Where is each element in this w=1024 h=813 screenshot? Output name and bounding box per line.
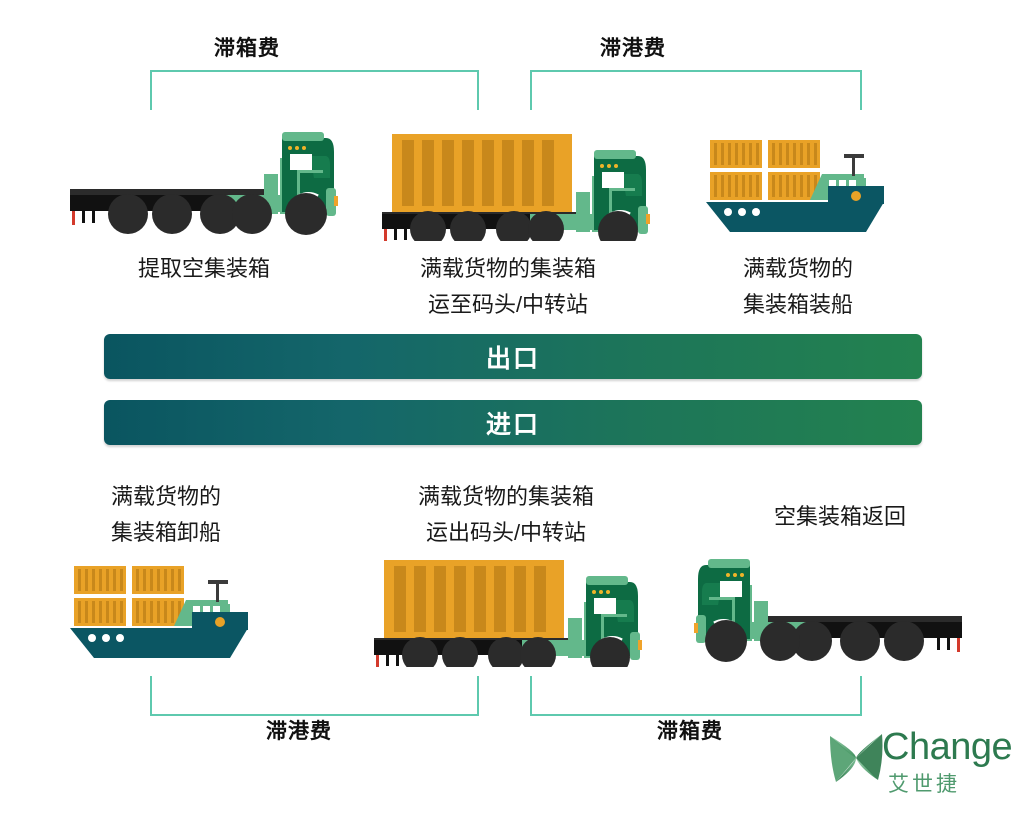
container-ship-icon	[70, 566, 248, 658]
caption-line: 集装箱卸船	[110, 520, 221, 545]
import-banner: 进口	[104, 400, 922, 445]
caption-line: 提取空集装箱	[137, 256, 270, 281]
x-star-icon	[830, 734, 883, 782]
import-step-3-caption: 空集装箱返回	[740, 499, 940, 535]
caption-line: 满载货物的	[742, 256, 853, 281]
export-banner: 出口	[104, 334, 922, 379]
import-step-2-caption: 满载货物的集装箱 运出码头/中转站	[386, 479, 626, 551]
bracket-label-bottom-left: 滞港费	[266, 720, 332, 743]
bracket-label-bottom-right: 滞箱费	[657, 720, 723, 743]
caption-line: 满载货物的	[110, 484, 221, 509]
import-step-1-caption: 满载货物的 集装箱卸船	[66, 479, 266, 551]
export-step-3-caption: 满载货物的 集装箱装船	[698, 251, 898, 323]
caption-line: 空集装箱返回	[773, 504, 906, 529]
bracket-top-left	[150, 70, 479, 110]
export-banner-label: 出口	[485, 344, 540, 373]
caption-line: 运出码头/中转站	[425, 520, 587, 545]
caption-line: 满载货物的集装箱	[417, 484, 594, 509]
caption-line: 运至码头/中转站	[427, 292, 589, 317]
export-step-1-caption: 提取空集装箱	[84, 251, 324, 287]
container-ship-icon	[706, 140, 884, 232]
empty-chassis-truck-icon	[694, 559, 962, 662]
loaded-container-truck-icon	[382, 134, 650, 241]
caption-line: 满载货物的集装箱	[419, 256, 596, 281]
caption-line: 集装箱装船	[742, 292, 853, 317]
bracket-bottom-left	[150, 676, 479, 716]
bracket-bottom-right	[530, 676, 862, 716]
logo-subtitle: 艾世捷	[888, 773, 960, 796]
bracket-top-right	[530, 70, 862, 110]
xchange-logo: Change 艾世捷	[826, 726, 1013, 800]
loaded-container-truck-icon	[374, 560, 642, 667]
bracket-label-top-right: 滞港费	[600, 37, 666, 60]
empty-chassis-truck-icon	[70, 132, 338, 235]
export-step-2-caption: 满载货物的集装箱 运至码头/中转站	[388, 251, 628, 323]
logo-wordmark: Change	[882, 726, 1013, 768]
import-banner-label: 进口	[485, 410, 540, 439]
bracket-label-top-left: 滞箱费	[214, 37, 280, 60]
